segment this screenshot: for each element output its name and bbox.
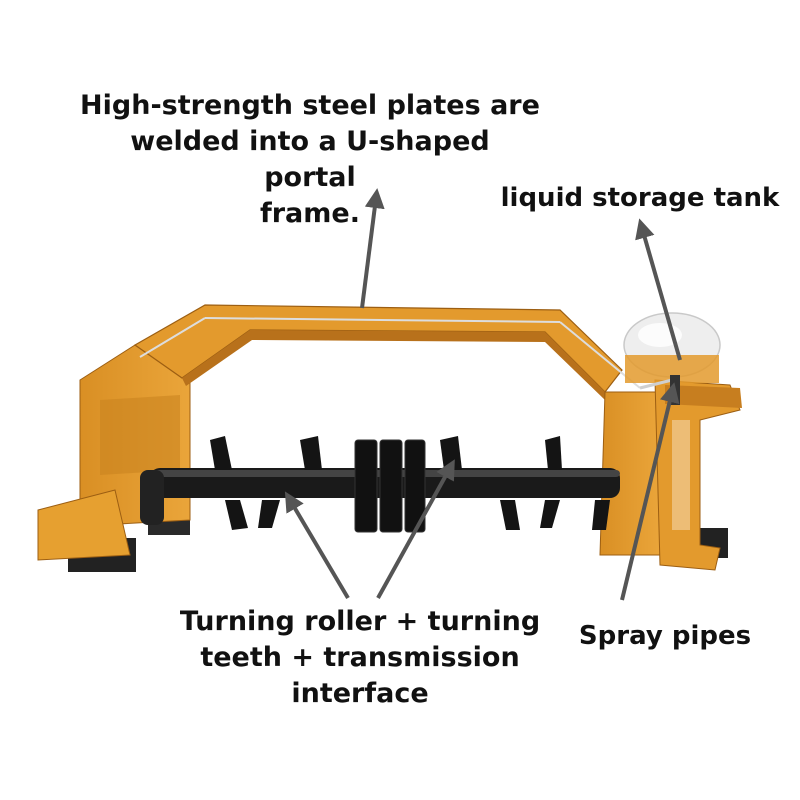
portal-frame: [133, 304, 641, 400]
arrow-roller-left: [284, 491, 350, 600]
left-side-plate: [37, 344, 191, 561]
right-side-plate: [599, 379, 742, 571]
annotation-arrows: [284, 188, 682, 601]
frame-annotation: High-strength steel plates are welded in…: [80, 90, 540, 229]
turning-roller: [140, 436, 620, 533]
arrow-spray: [620, 382, 680, 601]
tank-annotation: liquid storage tank: [500, 183, 780, 213]
arrow-tank: [635, 218, 682, 361]
roller-annotation: Turning roller + turning teeth + transmi…: [179, 606, 541, 709]
spray-annotation: Spray pipes: [578, 621, 752, 651]
liquid-storage-tank: [623, 312, 721, 383]
arrow-roller-right: [376, 459, 455, 599]
arrow-frame: [360, 188, 385, 309]
transmission-interface: [354, 439, 426, 533]
turning-teeth: [210, 436, 610, 530]
